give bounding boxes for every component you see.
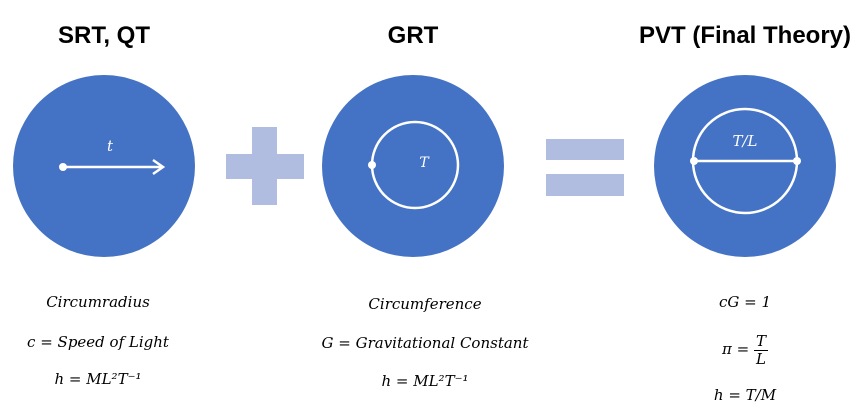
equals-icon [546, 139, 624, 196]
diameter-dot-right [793, 157, 801, 165]
eq-pvt-1: cG = 1 [718, 293, 772, 311]
eq-grt-1: Circumference [368, 295, 482, 313]
eq-srt-1: Circumradius [46, 293, 150, 311]
plus-icon [226, 127, 304, 205]
label-t: t [106, 137, 114, 155]
radius-origin-dot [59, 163, 67, 171]
diameter-dot-left [690, 157, 698, 165]
label-T-over-L: T/L [732, 132, 758, 150]
label-T: T [419, 155, 429, 171]
fraction-num: T [753, 332, 768, 351]
title-pvt: PVT (Final Theory) [638, 22, 850, 49]
eq-srt-2: c = Speed of Light [27, 333, 169, 351]
eq-srt-3: h = ML²T⁻¹ [54, 370, 142, 388]
eq-pvt-2-lhs: π = [722, 340, 754, 358]
title-srt: SRT, QT [57, 22, 151, 49]
arrow-head-icon [152, 158, 166, 176]
grt-circle [322, 75, 504, 257]
title-grt: GRT [387, 22, 439, 49]
fraction-den: L [755, 349, 766, 368]
eq-grt-3: h = ML²T⁻¹ [381, 372, 469, 390]
eq-grt-2: G = Gravitational Constant [321, 334, 529, 352]
eq-pvt-3: h = T/M [713, 386, 777, 404]
pvt-circle [654, 75, 836, 257]
circumference-dot [368, 161, 376, 169]
